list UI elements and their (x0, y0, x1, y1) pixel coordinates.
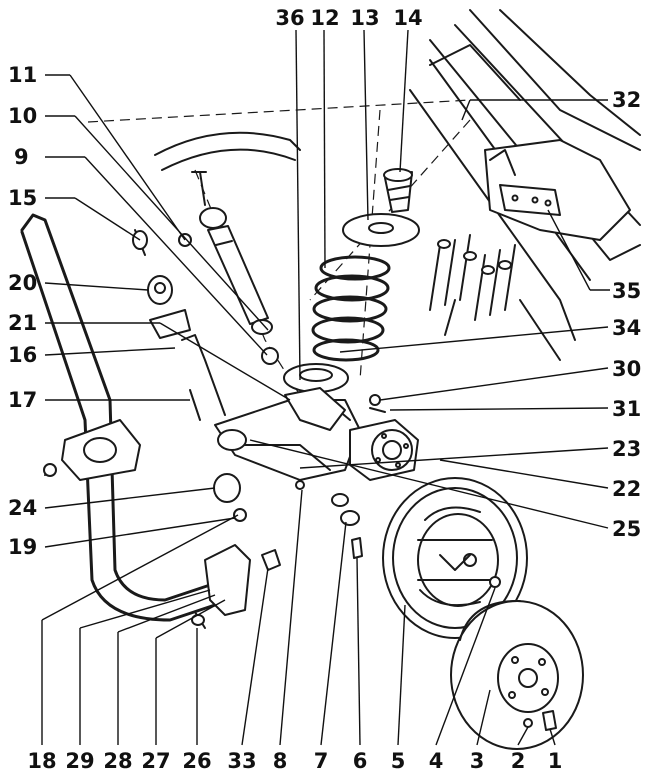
callout-8: 8 (273, 749, 288, 773)
callout-20: 20 (8, 271, 37, 295)
assembly-axis-line (87, 99, 471, 123)
callout-22: 22 (612, 477, 641, 501)
callout-2: 2 (511, 749, 526, 773)
callout-7: 7 (314, 749, 329, 773)
callout-5: 5 (391, 749, 406, 773)
callout-35: 35 (612, 279, 641, 303)
link-16 (181, 334, 226, 416)
bolt-33 (261, 549, 281, 571)
shock-absorber (191, 171, 279, 365)
coil-spring (311, 255, 391, 362)
callout-28: 28 (103, 749, 132, 773)
seal-4 (489, 576, 501, 588)
callout-27: 27 (141, 749, 170, 773)
callout-26: 26 (182, 749, 211, 773)
bolt-17 (189, 389, 201, 421)
callout-11: 11 (8, 63, 37, 87)
brake-drum (450, 599, 584, 750)
callout-33: 33 (227, 749, 256, 773)
callout-14: 14 (393, 6, 422, 30)
stabilizer-bar (20, 213, 217, 622)
bump-stop (383, 168, 413, 213)
callout-36: 36 (275, 6, 304, 30)
callout-18: 18 (27, 749, 56, 773)
bolt-31 (369, 407, 386, 413)
callout-21: 21 (8, 311, 37, 335)
callout-6: 6 (353, 749, 368, 773)
link-bracket-21 (149, 309, 191, 339)
spring-seat-upper (342, 213, 420, 247)
washer-6 (351, 537, 363, 559)
callout-23: 23 (612, 437, 641, 461)
washer-25 (295, 480, 305, 490)
bush-8 (331, 493, 349, 507)
callout-16: 16 (8, 343, 37, 367)
callout-3: 3 (470, 749, 485, 773)
callout-10: 10 (8, 104, 37, 128)
nut-30 (369, 394, 381, 406)
nut-19 (233, 508, 247, 522)
callout-30: 30 (612, 357, 641, 381)
callout-13: 13 (350, 6, 379, 30)
callout-19: 19 (8, 535, 37, 559)
washer-7 (340, 510, 360, 526)
callout-24: 24 (8, 496, 37, 520)
leader-lines (41, 29, 610, 746)
callout-12: 12 (310, 6, 339, 30)
bracket-bolt-set (429, 234, 516, 336)
assembly-axis-line (309, 119, 471, 301)
callout-34: 34 (612, 316, 641, 340)
callout-9: 9 (14, 145, 29, 169)
mounting-bracket (484, 139, 631, 241)
callout-32: 32 (612, 88, 641, 112)
callout-15: 15 (8, 186, 37, 210)
callout-numbers: 36 12 13 14 32 35 34 30 31 23 22 25 11 1… (8, 6, 641, 773)
wheel-hub (349, 419, 419, 481)
callout-29: 29 (65, 749, 94, 773)
callout-1: 1 (548, 749, 563, 773)
callout-25: 25 (612, 517, 641, 541)
callout-4: 4 (429, 749, 444, 773)
wheel-bolt (523, 710, 557, 731)
diagram-artwork (20, 9, 641, 750)
callout-31: 31 (612, 397, 641, 421)
bush-24 (213, 473, 241, 503)
callout-17: 17 (8, 388, 37, 412)
mounting-clamp (191, 544, 251, 629)
